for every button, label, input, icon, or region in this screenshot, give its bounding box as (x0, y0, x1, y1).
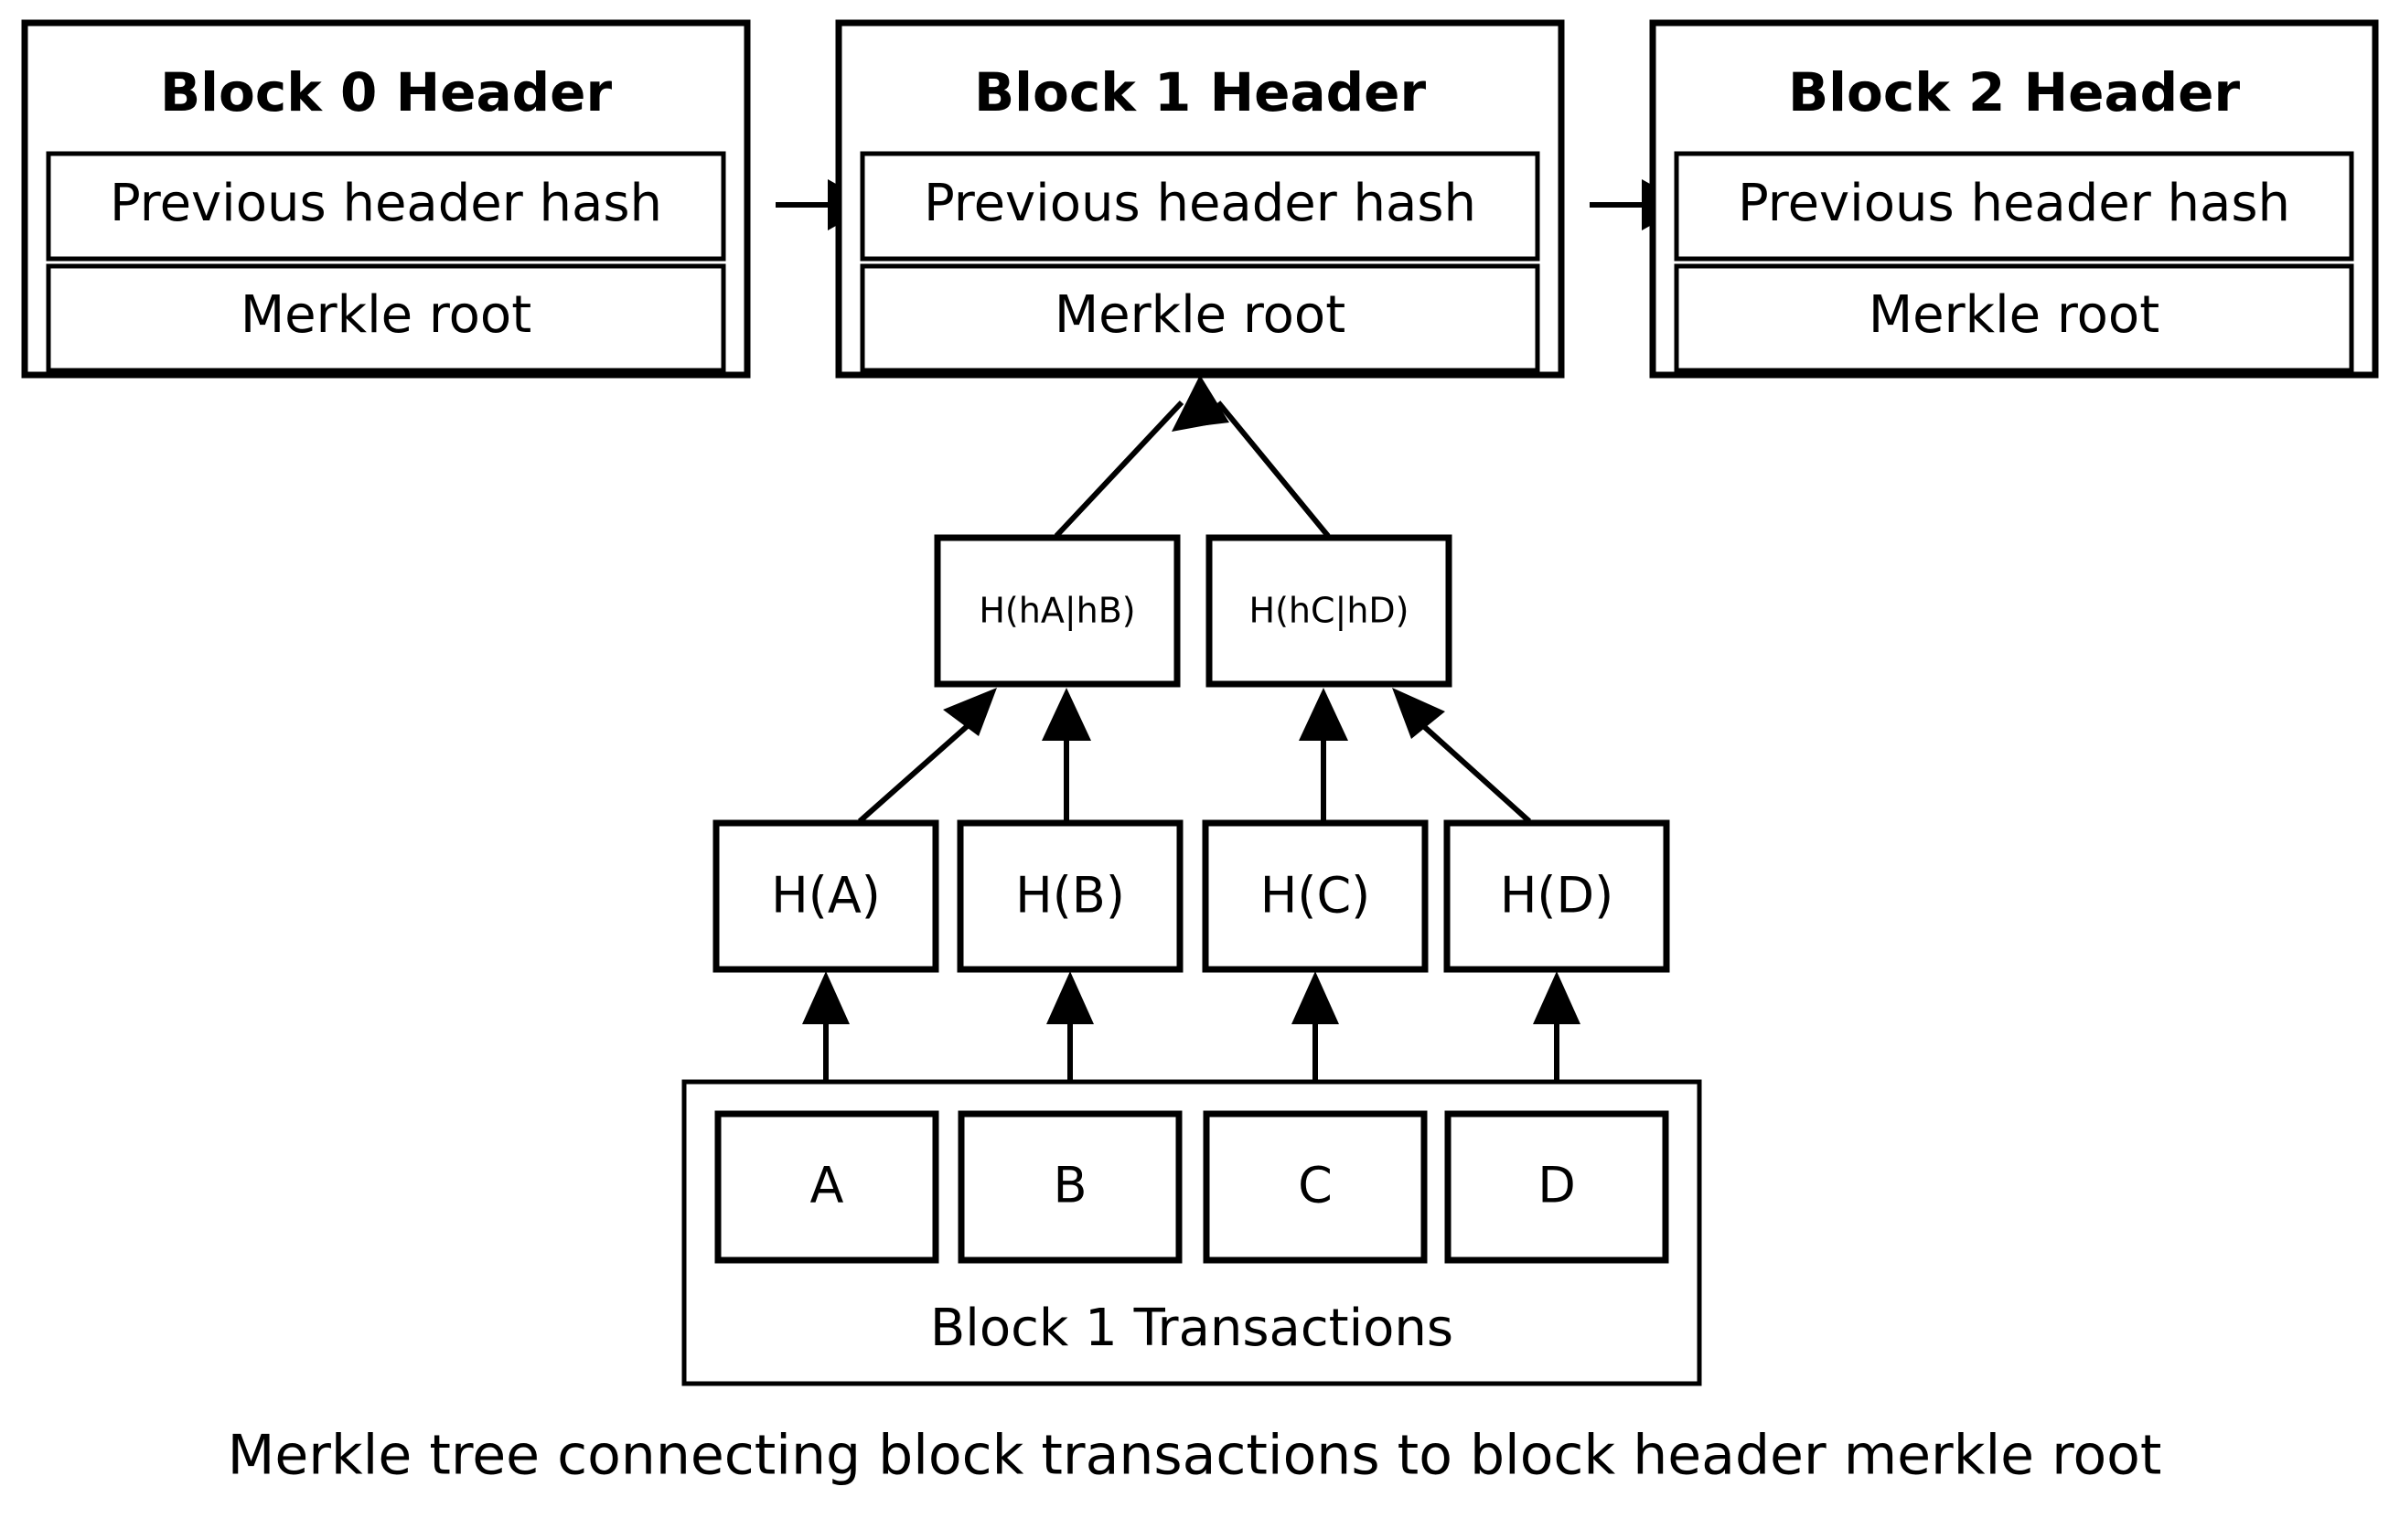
transaction-c-box (1203, 1110, 1428, 1264)
block-0-prev-hash-box (46, 151, 726, 262)
block-1-transactions-group: A B C D Block 1 Transactions (681, 1079, 1702, 1386)
arrow-hb-to-hab (1042, 688, 1091, 821)
block-2-merkle-root-label: Merkle root (1869, 285, 2159, 345)
merkle-node-hab-fill (937, 538, 1177, 684)
block-0-merkle-root-fill (48, 266, 723, 370)
merkle-leaf-hb-label: H(B) (1015, 867, 1125, 925)
block-2-outer-border (1649, 19, 2379, 379)
transaction-c-label: C (1298, 1157, 1333, 1214)
block-2-prev-hash-fill (1677, 154, 2352, 259)
merkle-node-hcd: H(hC|hD) (1205, 534, 1452, 688)
merkle-leaf-ha-label: H(A) (771, 867, 881, 925)
arrow-tx-b-to-hb-head (1046, 971, 1094, 1024)
transaction-b-box (958, 1110, 1183, 1264)
transaction-b-fill (961, 1114, 1179, 1260)
transaction-b-label: B (1053, 1157, 1087, 1214)
block-header-0: Block 0 Header Previous header hash Merk… (21, 19, 751, 379)
merkle-leaf-hb-fill (960, 823, 1180, 969)
arrow-ha-to-hab-head (943, 688, 997, 736)
merkle-node-hab: H(hA|hB) (934, 534, 1181, 688)
arrow-hab-to-merkle-root (1054, 375, 1216, 539)
block-0-outer-border (21, 19, 751, 379)
block-2-merkle-root-fill (1677, 266, 2352, 370)
block-0-prev-hash-fill (48, 154, 723, 259)
block-0-prev-hash-label: Previous header hash (110, 174, 662, 233)
merkle-leaf-hc-box (1202, 819, 1429, 973)
merkle-leaf-hd-label: H(D) (1500, 867, 1613, 925)
block-0-merkle-root-label: Merkle root (241, 285, 531, 345)
merkle-node-hab-label: H(hA|hB) (979, 591, 1135, 632)
block-0-title: Block 0 Header (160, 61, 613, 123)
block-2-title: Block 2 Header (1788, 61, 2241, 123)
merkle-leaf-hb-box (957, 819, 1184, 973)
transaction-a-label: A (810, 1157, 844, 1214)
merkle-leaf-hc-label: H(C) (1260, 867, 1370, 925)
transaction-d-box (1444, 1110, 1669, 1264)
merkle-node-hcd-fill (1209, 538, 1449, 684)
merkle-node-hab-box (934, 534, 1181, 688)
arrow-ha-to-hab-shaft (858, 720, 973, 824)
merkle-node-hcd-label: H(hC|hD) (1249, 591, 1409, 632)
transaction-d-fill (1448, 1114, 1666, 1260)
merkle-leaf-ha-box (712, 819, 939, 973)
merkle-leaf-hd-fill (1447, 823, 1666, 969)
block-1-merkle-root-box (860, 263, 1540, 373)
block-2-prev-hash-label: Previous header hash (1738, 174, 2290, 233)
arrow-hab-to-merkle-root-shaft (1054, 400, 1184, 539)
arrow-tx-a-to-ha-head (802, 971, 850, 1024)
block-1-merkle-root-fill (862, 266, 1537, 370)
arrow-hc-to-hcd-head (1299, 688, 1348, 741)
arrow-tx-c-to-hc-head (1291, 971, 1339, 1024)
block-header-1: Block 1 Header Previous header hash Merk… (835, 19, 1565, 379)
merkle-leaf-hc: H(C) (1202, 819, 1429, 973)
transactions-container-box (681, 1079, 1702, 1386)
block-0-merkle-root-box (46, 263, 726, 373)
transaction-a-fill (718, 1114, 936, 1260)
arrow-tx-d-to-hd-head (1533, 971, 1580, 1024)
merkle-node-hcd-box (1205, 534, 1452, 688)
merkle-leaf-hd-box (1443, 819, 1670, 973)
arrow-hb-to-hab-head (1042, 688, 1091, 741)
block-1-prev-hash-box (860, 151, 1540, 262)
block-header-2: Block 2 Header Previous header hash Merk… (1649, 19, 2379, 379)
arrow-hd-to-hcd-shaft (1417, 720, 1532, 824)
merkle-leaf-hc-fill (1205, 823, 1425, 969)
block-1-prev-hash-label: Previous header hash (924, 174, 1476, 233)
block-2-merkle-root-box (1674, 263, 2354, 373)
arrow-hd-to-hcd-head (1392, 688, 1445, 739)
merkle-leaf-ha-fill (716, 823, 936, 969)
transaction-d-label: D (1537, 1157, 1576, 1214)
block-1-title: Block 1 Header (974, 61, 1427, 123)
arrow-hc-to-hcd (1299, 688, 1348, 821)
block-2-prev-hash-box (1674, 151, 2354, 262)
merkle-leaf-ha: H(A) (712, 819, 939, 973)
arrow-hcd-to-merkle-root-head (1184, 375, 1229, 428)
block-1-merkle-root-label: Merkle root (1055, 285, 1345, 345)
arrow-hd-to-hcd (1392, 688, 1532, 824)
merkle-leaf-hb: H(B) (957, 819, 1184, 973)
block-1-prev-hash-fill (862, 154, 1537, 259)
transaction-a-box (714, 1110, 939, 1264)
transaction-c-fill (1206, 1114, 1424, 1260)
arrow-hcd-to-merkle-root (1184, 375, 1331, 538)
arrow-ha-to-hab (858, 688, 997, 824)
transactions-group-label: Block 1 Transactions (930, 1299, 1453, 1358)
diagram-caption: Merkle tree connecting block transaction… (228, 1424, 2162, 1488)
arrow-hcd-to-merkle-root-shaft (1216, 401, 1331, 538)
merkle-leaf-hd: H(D) (1443, 819, 1670, 973)
